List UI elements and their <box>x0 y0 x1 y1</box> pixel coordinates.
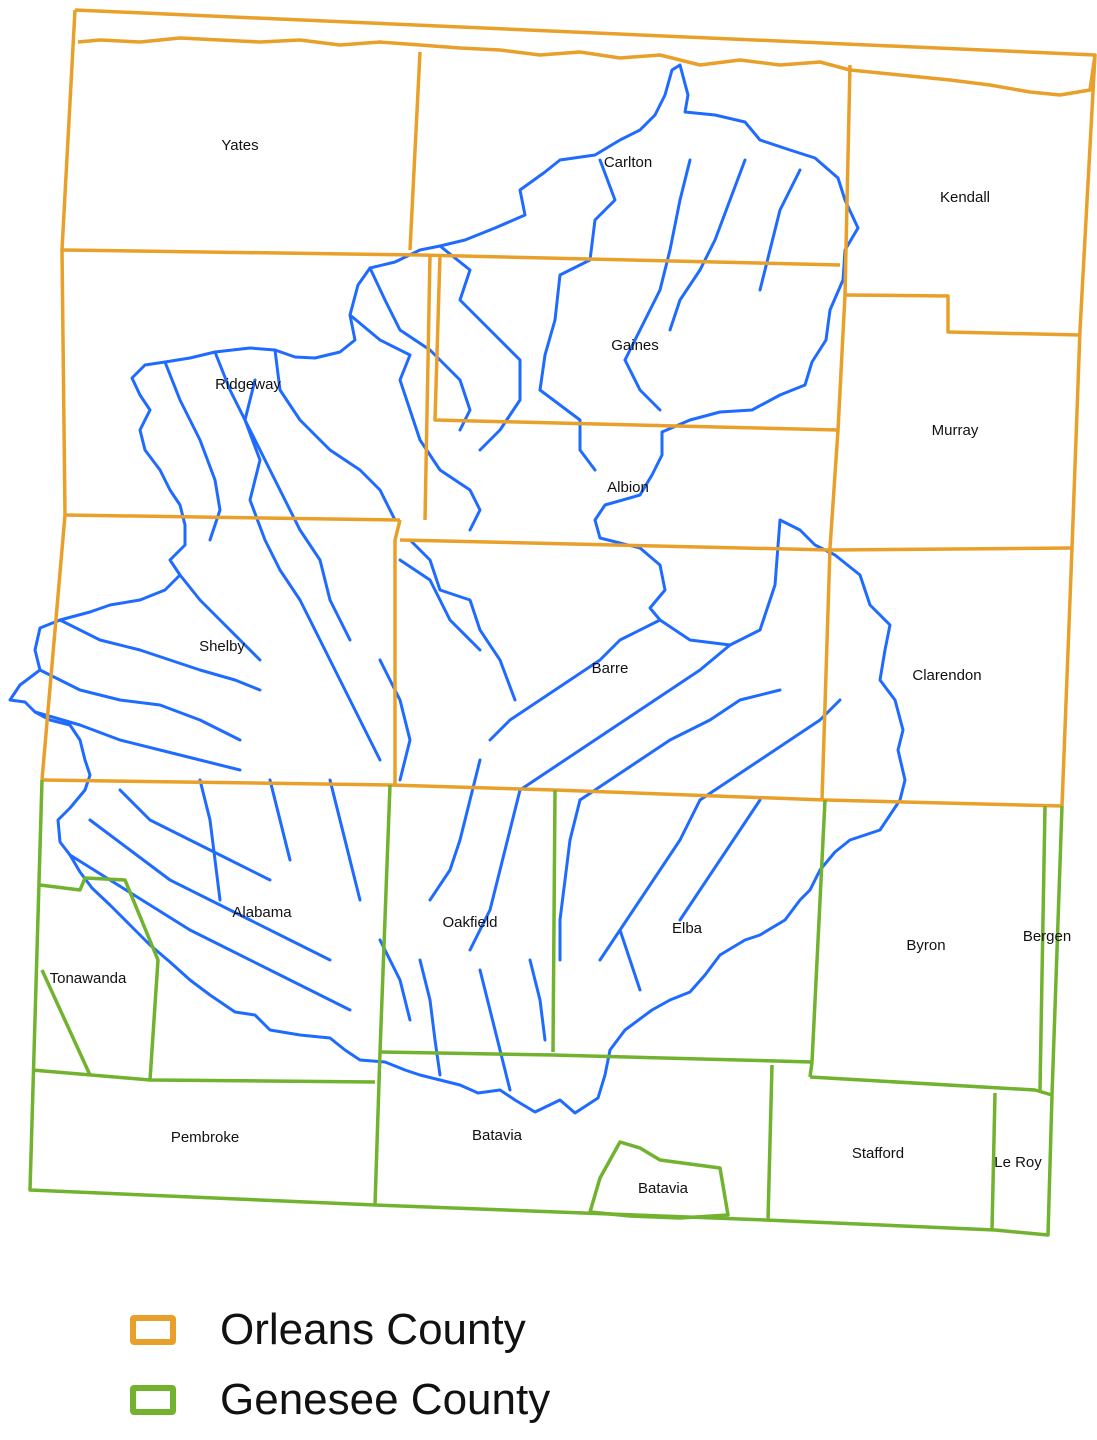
label-le-roy: Le Roy <box>994 1154 1042 1171</box>
orleans-county-boundaries <box>40 8 1097 808</box>
label-byron: Byron <box>906 937 945 954</box>
label-batavia-city: Batavia <box>638 1180 689 1197</box>
orleans-swatch <box>130 1315 176 1345</box>
label-alabama: Alabama <box>232 904 292 921</box>
label-barre: Barre <box>592 660 629 677</box>
label-pembroke: Pembroke <box>171 1129 239 1146</box>
label-albion: Albion <box>607 479 649 496</box>
label-murray: Murray <box>932 422 979 439</box>
legend-label-genesee: Genesee County <box>220 1375 551 1424</box>
watershed-boundaries <box>8 63 907 1115</box>
label-shelby: Shelby <box>199 638 245 655</box>
map-legend: Orleans County Genesee County <box>130 1300 550 1440</box>
label-batavia-town: Batavia <box>472 1127 523 1144</box>
label-oakfield: Oakfield <box>442 914 497 931</box>
label-ridgeway: Ridgeway <box>215 376 281 393</box>
label-yates: Yates <box>221 137 258 154</box>
genesee-swatch <box>130 1385 176 1415</box>
map-canvas: Yates Carlton Kendall Ridgeway Gaines Mu… <box>8 8 1097 1237</box>
town-labels: Yates Carlton Kendall Ridgeway Gaines Mu… <box>50 137 1072 1197</box>
label-gaines: Gaines <box>611 337 659 354</box>
label-kendall: Kendall <box>940 189 990 206</box>
legend-label-orleans: Orleans County <box>220 1305 526 1354</box>
legend-item-genesee: Genesee County <box>130 1370 550 1430</box>
label-tonawanda: Tonawanda <box>50 970 127 987</box>
label-stafford: Stafford <box>852 1145 904 1162</box>
label-elba: Elba <box>672 920 703 937</box>
label-carlton: Carlton <box>604 154 652 171</box>
label-clarendon: Clarendon <box>912 667 981 684</box>
legend-item-orleans: Orleans County <box>130 1300 550 1360</box>
label-bergen: Bergen <box>1023 928 1071 945</box>
genesee-county-boundaries <box>28 779 1064 1237</box>
